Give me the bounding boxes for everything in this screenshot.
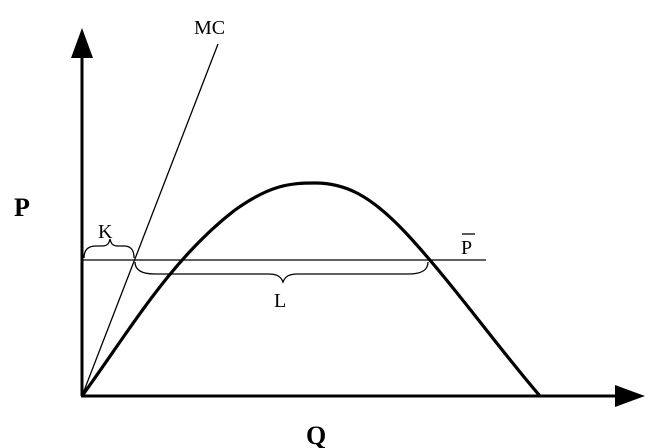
y-axis-arrowhead <box>71 28 93 58</box>
k-label: K <box>98 221 113 243</box>
k-brace <box>83 238 135 259</box>
pbar-label: P <box>461 237 472 259</box>
x-axis-arrowhead <box>615 385 645 407</box>
hump-curve <box>80 181 542 398</box>
l-brace <box>134 261 429 284</box>
x-axis-label: Q <box>306 421 326 448</box>
mc-line <box>81 43 219 397</box>
y-axis-label: P <box>14 193 30 222</box>
l-label: L <box>274 290 286 312</box>
mc-label: MC <box>194 17 225 39</box>
